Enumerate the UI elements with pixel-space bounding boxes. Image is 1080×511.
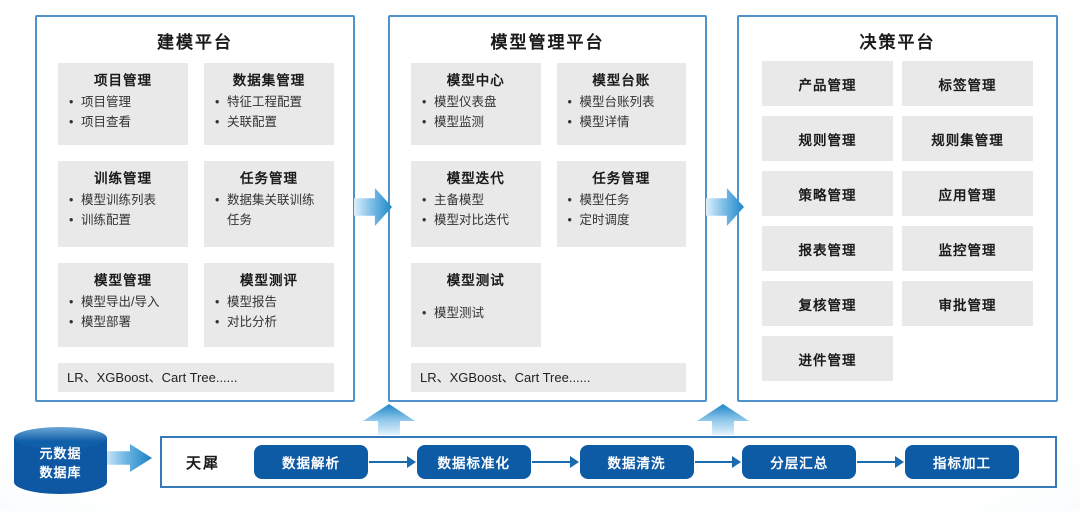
panel-modeling-platform: 建模平台 项目管理 项目管理 项目查看 数据集管理 特征工程配置 关联配置 训练…: [35, 15, 355, 402]
module-item: 模型监测: [419, 112, 533, 132]
decision-module: 规则集管理: [902, 116, 1033, 161]
pipeline-connector-arrow-icon: [856, 456, 905, 468]
module-box: 数据集管理 特征工程配置 关联配置: [204, 63, 334, 145]
module-box: 项目管理 项目管理 项目查看: [58, 63, 188, 145]
module-box: 模型中心 模型仪表盘 模型监测: [411, 63, 541, 145]
module-box: 任务管理 数据集关联训练任务: [204, 161, 334, 247]
module-item-list: 模型任务 定时调度: [565, 190, 679, 230]
decision-module: 报表管理: [762, 226, 893, 271]
module-box: 任务管理 模型任务 定时调度: [556, 161, 686, 247]
panel-model-management-platform: 模型管理平台 模型中心 模型仪表盘 模型监测 模型台账 模型台账列表 模型详情 …: [388, 15, 707, 402]
module-item: 特征工程配置: [212, 92, 326, 112]
module-box-title: 模型中心: [446, 73, 505, 88]
pipeline-connector-arrow-icon: [694, 456, 743, 468]
module-item: 关联配置: [212, 112, 326, 132]
module-item: 模型详情: [565, 112, 679, 132]
flow-arrow-right-icon: [354, 188, 392, 226]
module-box: 模型管理 模型导出/导入 模型部署: [58, 263, 188, 347]
panel-title: 决策平台: [859, 33, 936, 52]
pipeline-step: 数据解析: [254, 445, 369, 479]
decision-module: 进件管理: [762, 336, 893, 381]
module-box-title: 模型台账: [592, 73, 651, 88]
decision-module: 审批管理: [902, 281, 1033, 326]
database-label: 元数据 数据库: [14, 444, 107, 482]
module-box: 模型迭代 主备模型 模型对比迭代: [411, 161, 541, 247]
flow-arrow-right-icon: [106, 444, 152, 472]
module-box-title: 模型迭代: [446, 171, 505, 186]
module-box-title: 模型管理: [94, 273, 152, 288]
algorithms-footer: LR、XGBoost、Cart Tree......: [58, 363, 334, 392]
pipeline-step: 指标加工: [905, 445, 1020, 479]
decision-module: 应用管理: [902, 171, 1033, 216]
module-item: 项目查看: [66, 112, 180, 132]
data-pipeline-container: 天犀 数据解析 数据标准化 数据清洗 分层汇总 指标加工: [160, 436, 1057, 488]
module-item: 数据集关联训练任务: [212, 190, 326, 230]
module-item: 模型仪表盘: [419, 92, 533, 112]
module-item-list: 模型仪表盘 模型监测: [419, 92, 533, 132]
flow-arrow-up-icon: [363, 404, 415, 435]
decision-module-grid: 产品管理 标签管理 规则管理 规则集管理 策略管理 应用管理 报表管理 监控管理…: [762, 61, 1033, 381]
decision-module: 产品管理: [762, 61, 893, 106]
module-item: 模型任务: [565, 190, 679, 210]
module-item-list: 项目管理 项目查看: [66, 92, 180, 132]
module-item-list: 模型报告 对比分析: [212, 292, 326, 332]
decision-module: 规则管理: [762, 116, 893, 161]
pipeline-connector-arrow-icon: [368, 456, 417, 468]
module-item: 训练配置: [66, 210, 180, 230]
module-box-title: 数据集管理: [232, 73, 306, 88]
database-cylinder-top: [14, 427, 107, 449]
module-item: 主备模型: [419, 190, 533, 210]
flow-arrow-up-icon: [697, 404, 749, 435]
module-box-title: 模型测评: [240, 273, 298, 288]
module-item: 模型部署: [66, 312, 180, 332]
database-label-line2: 数据库: [39, 465, 82, 480]
module-box-title: 项目管理: [94, 73, 152, 88]
module-item-list: 模型训练列表 训练配置: [66, 190, 180, 230]
module-item: 模型报告: [212, 292, 326, 312]
pipeline-step: 数据标准化: [416, 445, 531, 479]
decision-module: 复核管理: [762, 281, 893, 326]
module-box-title: 模型测试: [446, 273, 505, 288]
decision-module: 标签管理: [902, 61, 1033, 106]
module-item-list: 数据集关联训练任务: [212, 190, 326, 230]
decision-module: 策略管理: [762, 171, 893, 216]
panel-title: 模型管理平台: [490, 33, 605, 52]
module-item: 模型导出/导入: [66, 292, 180, 312]
module-box: 模型测评 模型报告 对比分析: [204, 263, 334, 347]
module-item: 项目管理: [66, 92, 180, 112]
decision-module: 监控管理: [902, 226, 1033, 271]
pipeline-step: 数据清洗: [579, 445, 694, 479]
module-item: 模型训练列表: [66, 190, 180, 210]
module-item: 模型台账列表: [565, 92, 679, 112]
algorithms-footer: LR、XGBoost、Cart Tree......: [411, 363, 686, 392]
module-box-title: 训练管理: [94, 171, 152, 186]
module-item-list: 主备模型 模型对比迭代: [419, 190, 533, 230]
module-box: 模型台账 模型台账列表 模型详情: [556, 63, 686, 145]
metadata-database-cylinder: 元数据 数据库: [14, 427, 107, 494]
module-item: 定时调度: [565, 210, 679, 230]
pipeline-connector-arrow-icon: [531, 456, 580, 468]
panel-title: 建模平台: [157, 33, 233, 52]
module-item: 对比分析: [212, 312, 326, 332]
module-item-list: 特征工程配置 关联配置: [212, 92, 326, 132]
module-item-list: 模型测试: [419, 303, 533, 323]
module-box-title: 任务管理: [592, 171, 651, 186]
database-label-line1: 元数据: [39, 446, 82, 461]
module-item-list: 模型台账列表 模型详情: [565, 92, 679, 132]
pipeline-step: 分层汇总: [742, 445, 857, 479]
module-item: 模型对比迭代: [419, 210, 533, 230]
module-box-title: 任务管理: [240, 171, 298, 186]
module-grid: 模型中心 模型仪表盘 模型监测 模型台账 模型台账列表 模型详情 模型迭代 主备…: [411, 63, 686, 347]
module-box: 训练管理 模型训练列表 训练配置: [58, 161, 188, 247]
module-item-list: 模型导出/导入 模型部署: [66, 292, 180, 332]
module-item: 模型测试: [419, 303, 533, 323]
pipeline-product-label: 天犀: [186, 454, 221, 472]
module-grid: 项目管理 项目管理 项目查看 数据集管理 特征工程配置 关联配置 训练管理 模型…: [58, 63, 334, 347]
module-box: 模型测试 模型测试: [411, 263, 541, 347]
panel-decision-platform: 决策平台 产品管理 标签管理 规则管理 规则集管理 策略管理 应用管理 报表管理…: [737, 15, 1058, 402]
